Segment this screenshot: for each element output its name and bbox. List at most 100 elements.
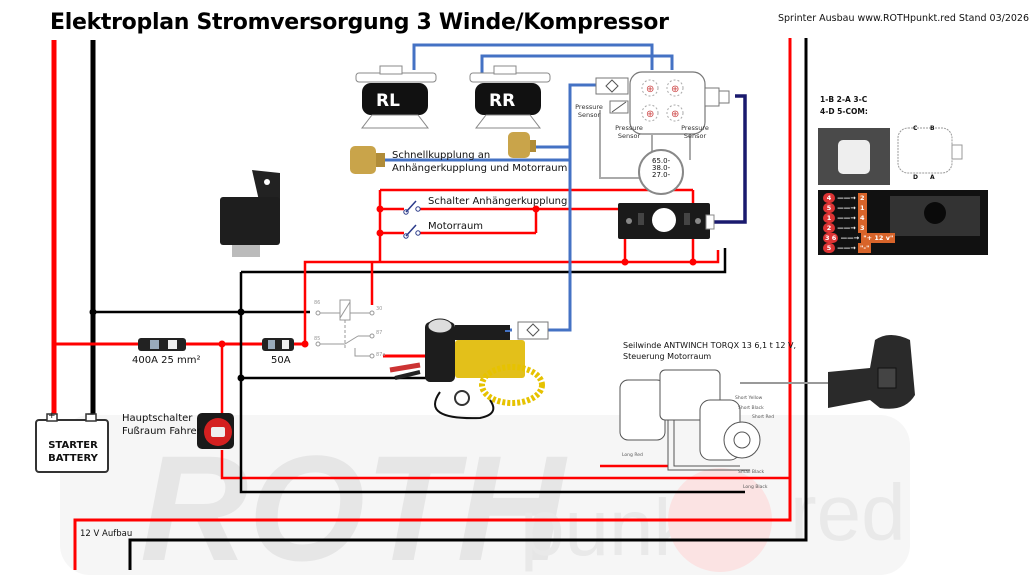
watermark-roth: ROTH <box>140 424 568 576</box>
switch-trailer-hitch[interactable] <box>403 200 421 215</box>
winch <box>619 369 761 471</box>
arrow-icon: ——→ <box>835 224 858 232</box>
coupling-label-2: Anhängerkupplung und Motorraum <box>392 163 568 174</box>
gauge-value-3: 27.0- <box>652 171 671 179</box>
relay-pin-87a: 87a <box>376 352 386 358</box>
winch-remote <box>828 335 915 409</box>
pin-from: 5 <box>823 243 835 253</box>
relay-pin-86: 86 <box>314 300 321 306</box>
pin-mapping-row: 5 ——→ "-" <box>823 243 895 253</box>
valve-block: ⊕ ⊕ ⊕ ⊕ <box>595 71 730 135</box>
pin-to: "-" <box>857 243 872 253</box>
winch-wire-short-black: Short Black <box>738 406 764 411</box>
relay-pin-85: 85 <box>314 336 321 342</box>
wire-12v-aufbau-positive <box>73 38 792 570</box>
arrow-icon: ——→ <box>835 214 858 222</box>
gauge-value-2: 38.0- <box>652 164 671 172</box>
pin-to: 3 <box>857 223 867 233</box>
aufbau-label: 12 V Aufbau <box>80 529 133 539</box>
svg-text:⊕: ⊕ <box>671 84 679 95</box>
winch-wire-small-black: Small Black <box>738 470 765 475</box>
watermark-red: red <box>790 468 906 557</box>
relay-pin-87: 87 <box>376 330 383 336</box>
winch-wire-long-red: Long Red <box>622 453 643 458</box>
gauge-value-1: 65.0- <box>652 157 671 165</box>
svg-text:⊕: ⊕ <box>671 109 679 120</box>
relay-schematic <box>315 299 375 359</box>
svg-text:⊕: ⊕ <box>646 84 654 95</box>
pressure-sensor-right-label: Pressure Sensor <box>681 124 709 140</box>
quick-coupling-1 <box>350 146 385 174</box>
switch-trailer-label: Schalter Anhängerkupplung <box>428 196 568 207</box>
switch-engine-bay[interactable] <box>403 224 421 239</box>
airbag-rl <box>355 65 437 129</box>
coupling-label-1: Schnellkupplung an <box>392 150 491 161</box>
pin-from: 5 <box>823 203 835 213</box>
pin-from: 4 <box>823 193 835 203</box>
winch-label-1: Seilwinde ANTWINCH TORQX 13 6,1 t 12 V, <box>623 341 797 350</box>
page-title: Elektroplan Stromversorgung 3 Winde/Komp… <box>50 10 669 35</box>
valve-controller <box>618 203 715 239</box>
winch-label-2: Steuerung Motorraum <box>623 352 712 361</box>
relay-pin-30: 30 <box>376 306 383 312</box>
arrow-icon: ——→ <box>838 234 862 242</box>
wire-12v-aufbau-ground <box>128 38 808 570</box>
pin-mapping-row: 4 ——→ 2 <box>823 193 895 203</box>
pin-from: 3 6 <box>823 233 839 243</box>
pin-from: 2 <box>823 223 835 233</box>
airbag-rr-label: RR <box>489 91 516 111</box>
pinout-line-1: 1-B 2-A 3-C <box>820 95 868 104</box>
winch-wire-long-black: Long Black <box>743 485 768 490</box>
pin-mapping-row: 5 ——→ 1 <box>823 203 895 213</box>
quick-coupling-2 <box>508 132 536 158</box>
main-switch-label-1: Hauptschalter <box>122 413 193 424</box>
pinout-line-2: 4-D 5-COM: <box>820 107 868 116</box>
valve-letter-a: A <box>930 174 935 181</box>
signal-cable <box>710 94 747 224</box>
pin-to: "+ 12 v" <box>861 233 896 243</box>
switch-engine-label: Motorraum <box>428 221 484 232</box>
page-subtitle: Sprinter Ausbau www.ROTHpunkt.red Stand … <box>778 13 1029 24</box>
airbag-rr <box>469 65 551 129</box>
relay-photo <box>220 170 280 257</box>
airline-compressor <box>548 83 598 332</box>
fuse-50a-label: 50A <box>271 355 291 366</box>
arrow-icon: ——→ <box>835 204 858 212</box>
winch-wire-short-red: Short Red <box>752 415 775 420</box>
valve-letter-d: D <box>913 174 918 181</box>
main-switch[interactable] <box>197 413 234 449</box>
pin-to: 4 <box>857 213 867 223</box>
compressor <box>389 318 549 420</box>
pin-to: 2 <box>857 193 867 203</box>
pressure-sensor-label: Pressure Sensor <box>575 103 603 119</box>
main-switch-label-2: Fußraum Fahrer <box>122 426 201 437</box>
battery-label-2: BATTERY <box>48 453 98 464</box>
battery-plus: + <box>48 411 56 421</box>
battery-label-1: STARTER <box>48 440 98 451</box>
arrow-icon: ——→ <box>835 244 858 252</box>
pressure-sensor-left-label: Pressure Sensor <box>615 124 643 140</box>
pin-to: 1 <box>857 203 867 213</box>
winch-wire-short-yellow: Short Yellow <box>735 396 763 401</box>
valve-letter-c: C <box>913 125 918 132</box>
battery-minus: − <box>87 410 95 420</box>
valve-letter-b: B <box>930 125 935 132</box>
starter-battery <box>35 413 109 473</box>
pin-from: 1 <box>823 213 835 223</box>
fuse-400a <box>138 338 186 351</box>
svg-text:⊕: ⊕ <box>646 109 654 120</box>
gauge-readout: 65.0- 38.0- 27.0- <box>652 158 670 179</box>
airbag-rl-label: RL <box>376 91 400 111</box>
fuse-400a-label: 400A 25 mm² <box>132 355 201 366</box>
connector-pinout <box>818 127 988 255</box>
arrow-icon: ——→ <box>835 194 858 202</box>
pin-mapping-row: 1 ——→ 4 <box>823 213 895 223</box>
airline-rr <box>480 54 674 75</box>
pressure-gauge <box>638 149 684 195</box>
pin-mapping-row: 3 6 ——→ "+ 12 v" <box>823 233 896 243</box>
